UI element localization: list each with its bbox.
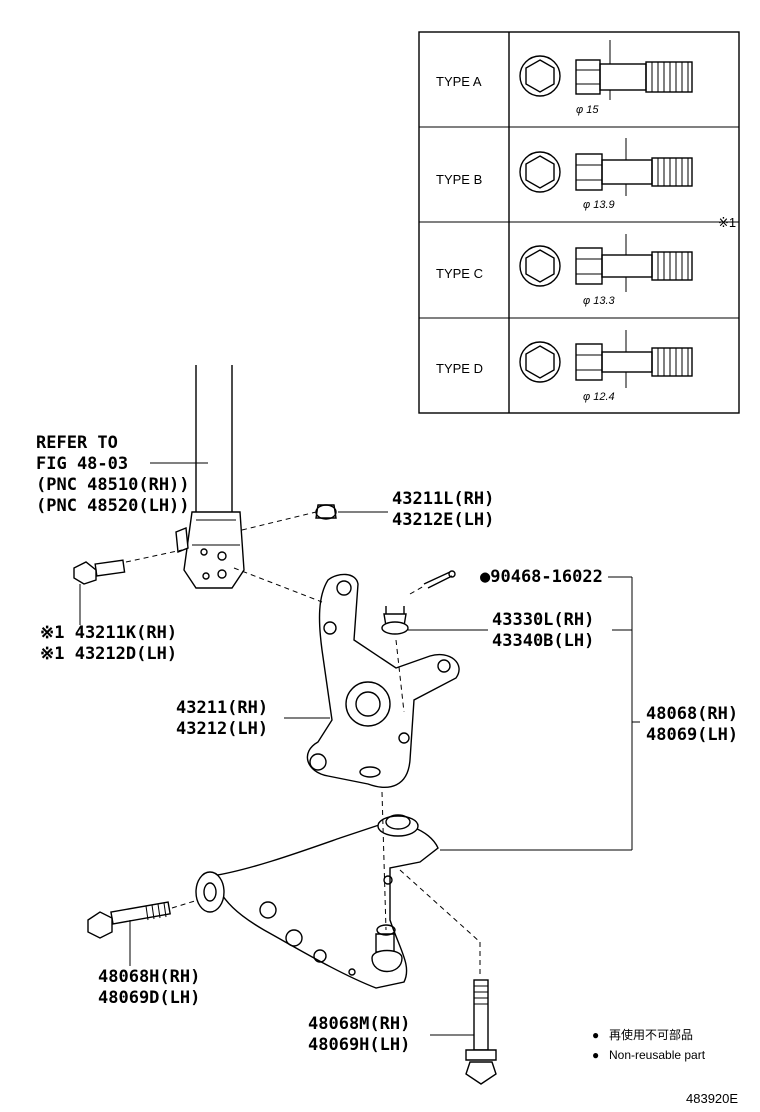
left-bolt-label-rh: ※1 43211K(RH) bbox=[40, 623, 177, 643]
upper-nut-label-lh: 43212E(LH) bbox=[392, 510, 494, 530]
castle-nut-label-rh: 43330L(RH) bbox=[492, 610, 594, 630]
arm-assy-label-rh: 48068(RH) bbox=[646, 704, 738, 724]
type-table: TYPE A TYPE B TYPE C TYPE D φ 15 φ 13.9 … bbox=[418, 31, 740, 414]
upper-nut-illustration bbox=[241, 504, 337, 531]
cotter-pin-illustration bbox=[409, 570, 456, 595]
knuckle-label-rh: 43211(RH) bbox=[176, 698, 268, 718]
type-a-bolt-illustration bbox=[519, 40, 693, 100]
lower-bolt-label-rh: 48068M(RH) bbox=[308, 1014, 410, 1034]
cotter-pin-label: ●90468-16022 bbox=[480, 567, 603, 587]
arm-bolt-illustration bbox=[87, 899, 199, 966]
lower-arm-illustration bbox=[195, 791, 439, 989]
type-d-bolt-illustration bbox=[519, 330, 693, 388]
legend-text-en: Non-reusable part bbox=[609, 1048, 706, 1062]
type-d-label: TYPE D bbox=[436, 361, 483, 376]
legend-bullet: ● bbox=[592, 1028, 599, 1042]
arm-bolt-label-rh: 48068H(RH) bbox=[98, 967, 200, 987]
type-c-bolt-illustration bbox=[519, 234, 693, 292]
diagram-id: 483920E bbox=[686, 1091, 738, 1106]
type-c-label: TYPE C bbox=[436, 266, 483, 281]
type-b-label: TYPE B bbox=[436, 172, 482, 187]
left-bolt-illustration bbox=[73, 549, 183, 625]
type-a-label: TYPE A bbox=[436, 74, 482, 89]
type-c-dimension: φ 13.3 bbox=[583, 295, 616, 307]
arm-bolt-label-lh: 48069D(LH) bbox=[98, 988, 200, 1008]
refer-line-2: FIG 48-03 bbox=[36, 454, 128, 474]
upper-nut-label-rh: 43211L(RH) bbox=[392, 489, 494, 509]
type-table-marker: ※1 bbox=[718, 215, 736, 230]
refer-callout: REFER TO FIG 48-03 (PNC 48510(RH)) (PNC … bbox=[36, 433, 208, 516]
refer-line-4: (PNC 48520(LH)) bbox=[36, 496, 190, 516]
arm-assy-label-lh: 48069(LH) bbox=[646, 725, 738, 745]
legend: ● 再使用不可部品 ● Non-reusable part bbox=[592, 1027, 706, 1062]
steering-knuckle-illustration bbox=[233, 567, 460, 788]
strut-illustration bbox=[175, 365, 245, 589]
knuckle-label-lh: 43212(LH) bbox=[176, 719, 268, 739]
lower-bolt-label-lh: 48069H(LH) bbox=[308, 1035, 410, 1055]
castle-nut-label-lh: 43340B(LH) bbox=[492, 631, 594, 651]
refer-line-1: REFER TO bbox=[36, 433, 118, 453]
castle-nut-illustration bbox=[381, 606, 409, 635]
refer-line-3: (PNC 48510(RH)) bbox=[36, 475, 190, 495]
type-b-dimension: φ 13.9 bbox=[583, 199, 615, 211]
type-d-dimension: φ 12.4 bbox=[583, 391, 615, 403]
arm-assy-bracket bbox=[440, 577, 640, 851]
legend-bullet: ● bbox=[592, 1048, 599, 1062]
legend-text-jp: 再使用不可部品 bbox=[609, 1027, 693, 1042]
type-b-bolt-illustration bbox=[519, 138, 693, 196]
left-bolt-label-lh: ※1 43212D(LH) bbox=[40, 644, 177, 664]
type-a-dimension: φ 15 bbox=[576, 104, 599, 116]
lower-bolt-illustration bbox=[399, 869, 497, 1085]
